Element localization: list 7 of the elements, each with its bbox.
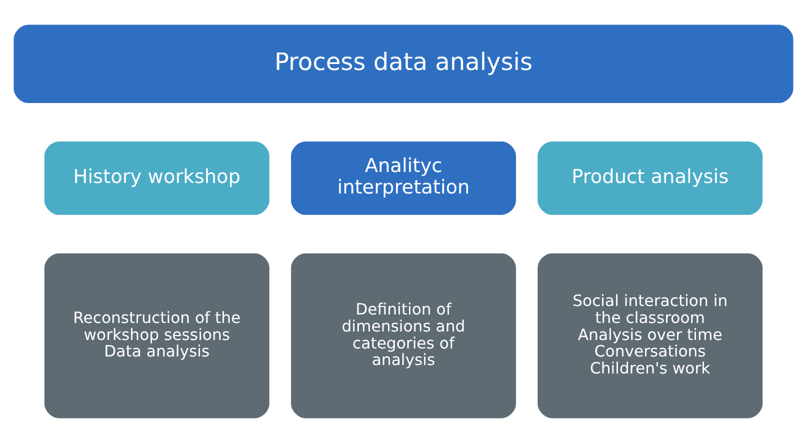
node-box: Analityc interpretation — [291, 142, 516, 215]
node-box: Social interaction in the classroom Analysis over time Conversations Children's work — [538, 253, 763, 418]
node-box: Process data analysis — [14, 24, 794, 103]
node-box: Product analysis — [538, 142, 763, 215]
node-box: History workshop — [44, 142, 270, 215]
node-box: Reconstruction of the workshop sessions Data analysis — [44, 253, 270, 418]
node-box: Definition of dimensions and categories of analysis — [291, 253, 516, 418]
